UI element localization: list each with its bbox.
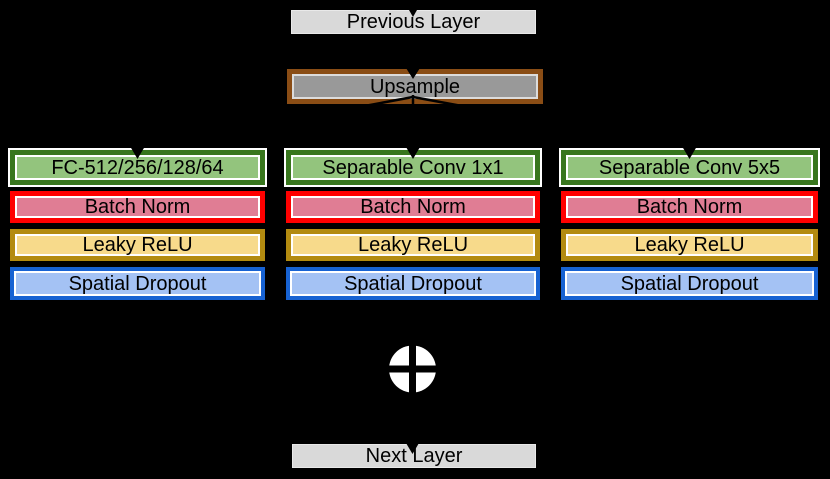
connector-line bbox=[411, 301, 415, 370]
next-layer-box: Next Layer bbox=[292, 444, 536, 468]
leaky-relu-label: Leaky ReLU bbox=[634, 234, 745, 256]
leaky-relu-block: Leaky ReLU bbox=[10, 229, 265, 261]
batch-norm-block: Batch Norm bbox=[10, 191, 265, 223]
batch-norm-label: Batch Norm bbox=[84, 196, 191, 218]
batch-norm-label: Batch Norm bbox=[360, 196, 466, 218]
spatial-dropout-block: Spatial Dropout bbox=[10, 267, 265, 300]
separable-conv-5x5-block: Separable Conv 5x5 bbox=[561, 150, 818, 185]
connector-line bbox=[412, 300, 691, 371]
connector-line bbox=[137, 95, 414, 150]
spatial-dropout-label: Spatial Dropout bbox=[68, 272, 207, 295]
batch-norm-block: Batch Norm bbox=[286, 191, 540, 223]
spatial-dropout-block: Spatial Dropout bbox=[286, 267, 540, 300]
leaky-relu-block: Leaky ReLU bbox=[561, 229, 818, 261]
batch-norm-block: Batch Norm bbox=[561, 191, 818, 223]
next-layer-label: Next Layer bbox=[365, 445, 463, 467]
previous-layer-label: Previous Layer bbox=[346, 11, 481, 33]
connector-line bbox=[137, 300, 413, 371]
upsample-label: Upsample bbox=[369, 75, 461, 98]
separable-conv-1x1-block: Separable Conv 1x1 bbox=[286, 150, 540, 185]
spatial-dropout-label: Spatial Dropout bbox=[344, 272, 482, 295]
fc-block-label: FC-512/256/128/64 bbox=[51, 156, 224, 179]
separable-conv-1x1-label: Separable Conv 1x1 bbox=[322, 156, 504, 179]
batch-norm-label: Batch Norm bbox=[636, 196, 743, 218]
separable-conv-5x5-label: Separable Conv 5x5 bbox=[598, 156, 781, 179]
leaky-relu-block: Leaky ReLU bbox=[286, 229, 540, 261]
previous-layer-box: Previous Layer bbox=[291, 10, 536, 34]
fc-block: FC-512/256/128/64 bbox=[10, 150, 265, 185]
leaky-relu-label: Leaky ReLU bbox=[82, 234, 193, 256]
upsample-box: Upsample bbox=[287, 69, 543, 104]
spatial-dropout-label: Spatial Dropout bbox=[620, 272, 759, 295]
spatial-dropout-block: Spatial Dropout bbox=[561, 267, 818, 300]
add-merge-icon bbox=[389, 345, 436, 393]
connector-line bbox=[412, 95, 690, 150]
leaky-relu-label: Leaky ReLU bbox=[357, 234, 469, 256]
